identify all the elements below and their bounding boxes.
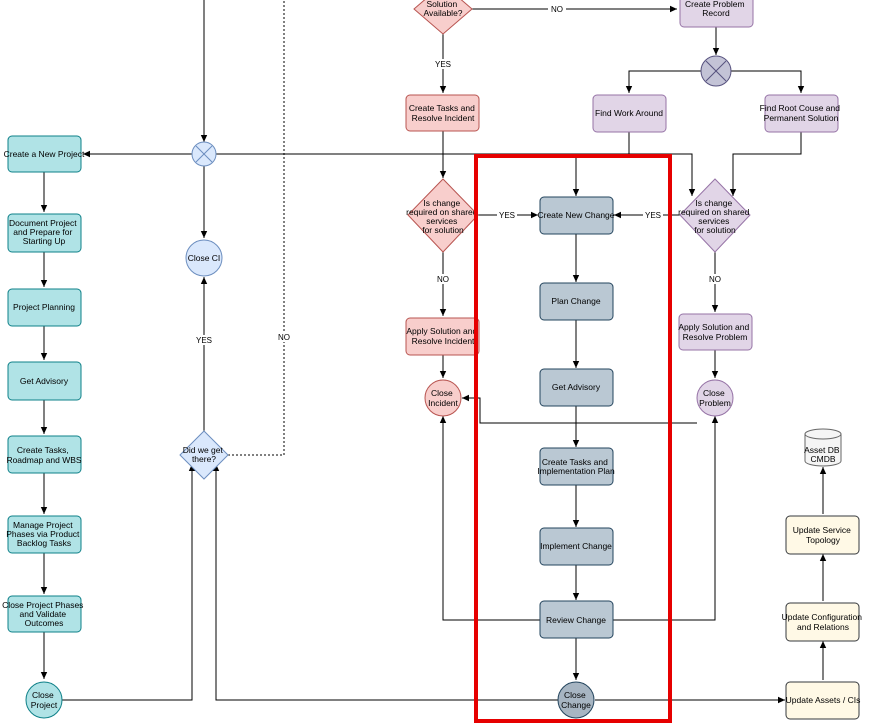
label-no-did: NO	[278, 333, 290, 342]
node-label: Get Advisory	[20, 376, 69, 386]
node-close-phases[interactable]: Close Project Phases and Validate Outcom…	[2, 595, 86, 633]
edge-close-change-to-check	[212, 464, 558, 701]
node-label: Is change required on shared services fo…	[406, 198, 480, 235]
node-close-project[interactable]: Close Project	[25, 681, 63, 719]
node-label: Create Tasks, Roadmap and WBS	[6, 445, 81, 465]
node-update-config[interactable]: Update Configuration and Relations	[782, 602, 865, 642]
node-label: Document Project and Prepare for Startin…	[9, 218, 79, 246]
node-asset-db[interactable]: Asset DB CMDB	[804, 428, 842, 467]
node-label: Create a New Project	[4, 149, 85, 159]
edge-workaround-to-merge	[216, 132, 630, 155]
node-label: Create New Change	[537, 210, 614, 220]
edge-merge-to-rootcause	[731, 70, 805, 93]
node-label: Get Advisory	[552, 382, 601, 392]
node-get-advisory-change[interactable]: Get Advisory	[539, 368, 614, 407]
node-apply-solution-problem[interactable]: Apply Solution and Resolve Problem	[678, 313, 753, 351]
edge-review-to-close-incident	[439, 416, 540, 621]
node-label: Update Assets / CIs	[786, 695, 861, 705]
node-create-tasks-resolve[interactable]: Create Tasks and Resolve Incident	[405, 94, 480, 132]
label-no-top: NO	[551, 5, 563, 14]
node-get-advisory-project[interactable]: Get Advisory	[7, 361, 82, 401]
node-create-new-project[interactable]: Create a New Project	[4, 135, 85, 173]
node-label: Create Problem Record	[685, 0, 747, 18]
node-label: Manage Project Phases via Product Backlo…	[6, 520, 82, 548]
node-label: Is change required on shared services fo…	[678, 198, 752, 235]
node-close-change[interactable]: Close Change	[557, 681, 595, 719]
node-create-new-change[interactable]: Create New Change	[537, 196, 615, 235]
node-label: Close Project Phases and Validate Outcom…	[2, 600, 86, 628]
change-highlight-box	[474, 154, 672, 723]
edge-labels: NO YES YES YES NO NO YES NO	[194, 4, 724, 345]
edge-problem-to-incident	[462, 394, 697, 424]
node-label: Did we get there?	[183, 445, 226, 464]
node-update-topology[interactable]: Update Service Topology	[785, 515, 860, 555]
node-label: Project Planning	[13, 302, 75, 312]
node-apply-solution-incident[interactable]: Apply Solution and Resolve Incident	[405, 317, 480, 356]
node-label: Close Change	[561, 690, 591, 710]
edge-line-to-change-right	[576, 153, 696, 196]
label-yes-change-right: YES	[645, 211, 661, 220]
node-label: Plan Change	[551, 296, 600, 306]
node-review-change[interactable]: Review Change	[539, 600, 614, 639]
node-label: Close Problem	[699, 388, 731, 408]
node-label: Find Root Couse and Permanent Solution	[760, 103, 843, 123]
merge-gateway-problem	[700, 55, 732, 87]
node-update-assets[interactable]: Update Assets / CIs	[785, 681, 861, 720]
node-create-problem-record[interactable]: Create Problem Record	[679, 0, 754, 28]
edge-merge-to-workaround	[625, 70, 701, 93]
merge-gateway-left	[191, 141, 217, 167]
label-yes-did: YES	[196, 336, 212, 345]
node-label: Close Incident	[428, 388, 458, 408]
node-create-tasks-roadmap[interactable]: Create Tasks, Roadmap and WBS	[6, 435, 82, 474]
node-manage-phases[interactable]: Manage Project Phases via Product Backlo…	[6, 515, 82, 554]
decision-change-required-left[interactable]: Is change required on shared services fo…	[406, 178, 480, 253]
node-close-incident[interactable]: Close Incident	[424, 379, 462, 417]
decision-did-we-get-there[interactable]: Did we get there?	[179, 430, 229, 480]
node-close-ci[interactable]: Close CI	[185, 239, 223, 277]
node-label: Create Tasks and Resolve Incident	[409, 103, 477, 123]
decision-change-required-right[interactable]: Is change required on shared services fo…	[678, 178, 752, 253]
edge-review-to-close-problem	[613, 416, 719, 621]
decision-solution-available[interactable]: Solution Available?	[413, 0, 473, 35]
label-no-left: NO	[437, 275, 449, 284]
edge-merge-to-new-change	[216, 153, 580, 196]
node-label: Asset DB CMDB	[804, 445, 842, 464]
edge-rootcause-to-change-right	[729, 132, 802, 196]
node-label: Find Work Around	[595, 108, 663, 118]
node-document-project[interactable]: Document Project and Prepare for Startin…	[7, 213, 82, 253]
node-label: Close Project	[31, 690, 58, 710]
node-label: Update Service Topology	[793, 525, 854, 545]
label-yes-solution: YES	[435, 60, 451, 69]
node-label: Solution Available?	[423, 0, 462, 18]
edge-close-project-to-check	[62, 464, 196, 701]
node-close-problem[interactable]: Close Problem	[696, 379, 734, 417]
node-label: Update Configuration and Relations	[782, 612, 865, 632]
node-label: Apply Solution and Resolve Incident	[406, 326, 479, 346]
label-yes-change-left: YES	[499, 211, 515, 220]
node-label: Implement Change	[540, 541, 612, 551]
node-implement-change[interactable]: Implement Change	[539, 527, 614, 566]
node-label: Create Tasks and Implementation Plan	[537, 457, 615, 476]
edge-check-no	[228, 0, 285, 456]
node-find-work-around[interactable]: Find Work Around	[592, 94, 667, 133]
node-create-tasks-impl[interactable]: Create Tasks and Implementation Plan	[537, 447, 615, 486]
label-no-right: NO	[709, 275, 721, 284]
node-label: Review Change	[546, 615, 606, 625]
node-label: Close CI	[188, 253, 221, 263]
node-plan-change[interactable]: Plan Change	[539, 282, 614, 321]
node-label: Apply Solution and Resolve Problem	[678, 322, 751, 342]
node-project-planning[interactable]: Project Planning	[7, 288, 82, 327]
node-find-root-cause[interactable]: Find Root Couse and Permanent Solution	[760, 94, 843, 133]
